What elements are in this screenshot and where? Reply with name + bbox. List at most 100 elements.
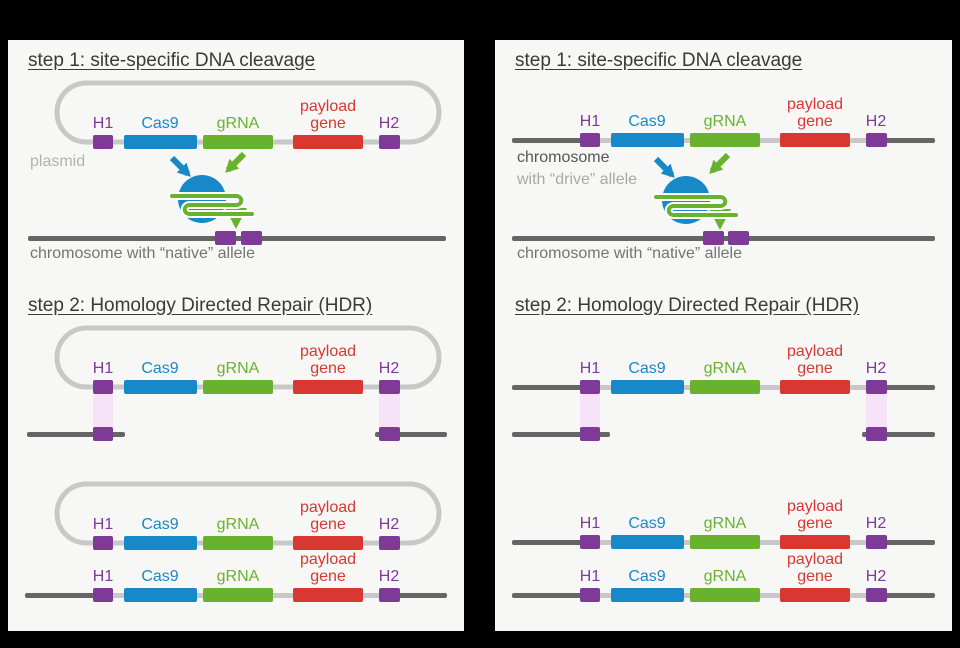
payload-block — [293, 588, 363, 602]
panel-plasmid-drive: step 1: site-specific DNA cleavage H1 Ca… — [8, 40, 464, 631]
native-chromosome-caption: chromosome with “native” allele — [30, 245, 255, 262]
grna-label: gRNA — [216, 568, 260, 585]
payload-label-line1: payload — [786, 343, 844, 360]
grna-strand — [654, 195, 738, 217]
h1-label: H1 — [92, 516, 114, 533]
grna-label: gRNA — [216, 115, 260, 132]
step1-title: step 1: site-specific DNA cleavage — [28, 50, 316, 71]
h2-block — [866, 133, 887, 147]
cut-chromosome-left-segment — [512, 431, 610, 437]
native-allele-block — [703, 231, 724, 245]
grna-block — [203, 588, 273, 602]
panel-chromosome-drive: step 1: site-specific DNA cleavage H1 Ca… — [495, 40, 952, 631]
cas9-block — [611, 535, 684, 549]
payload-label-line1: payload — [786, 96, 844, 113]
step1-title: step 1: site-specific DNA cleavage — [515, 50, 803, 71]
h1-label: H1 — [579, 360, 601, 377]
payload-label-line2: gene — [797, 515, 833, 532]
h2-homology-block — [866, 427, 887, 441]
drive-chromosome-caption-line2: with “drive” allele — [517, 171, 638, 188]
payload-label-line1: payload — [299, 343, 357, 360]
payload-block — [780, 535, 850, 549]
gene-cassette: H1 Cas9 gRNA payload gene H2 — [495, 343, 935, 394]
h2-block — [866, 588, 887, 602]
grna-label: gRNA — [703, 360, 747, 377]
cas9-block — [124, 536, 197, 550]
grna-block — [690, 133, 760, 147]
h2-label: H2 — [378, 516, 400, 533]
grna-block — [690, 588, 760, 602]
h2-block — [866, 380, 887, 394]
payload-label-line1: payload — [299, 499, 357, 516]
h2-label: H2 — [378, 568, 400, 585]
gene-cassette: H1 Cas9 gRNA payload gene H2 — [495, 498, 935, 549]
cut-chromosome-right-segment — [375, 431, 447, 437]
native-chromosome-caption: chromosome with “native” allele — [517, 245, 742, 262]
cas9-label: Cas9 — [628, 515, 666, 532]
h2-label: H2 — [865, 568, 887, 585]
gene-cassette: H1 Cas9 gRNA payload gene H2 — [8, 551, 448, 602]
gene-cassette: H1 Cas9 gRNA payload gene H2 — [8, 499, 448, 550]
h2-label: H2 — [865, 515, 887, 532]
cas9-block — [611, 588, 684, 602]
payload-label-line2: gene — [310, 516, 346, 533]
green-arrow-icon — [709, 153, 731, 174]
cas9-label: Cas9 — [628, 568, 666, 585]
payload-label-line1: payload — [299, 98, 357, 115]
cas9-label: Cas9 — [628, 360, 666, 377]
payload-label-line2: gene — [797, 568, 833, 585]
grna-label: gRNA — [703, 113, 747, 130]
h2-label: H2 — [378, 360, 400, 377]
blue-arrow-icon — [169, 155, 191, 177]
cas9-label: Cas9 — [141, 568, 179, 585]
cas9-label: Cas9 — [628, 113, 666, 130]
cut-chromosome-left-segment — [27, 431, 125, 437]
grna-label: gRNA — [703, 515, 747, 532]
h1-block — [580, 380, 600, 394]
plasmid-caption: plasmid — [30, 153, 86, 170]
h1-homology-block — [580, 427, 600, 441]
cas9-block — [611, 133, 684, 147]
drive-chromosome-caption-line1: chromosome — [517, 149, 610, 166]
h2-block — [379, 135, 400, 149]
grna-label: gRNA — [216, 516, 260, 533]
h2-block — [379, 588, 400, 602]
payload-block — [293, 135, 363, 149]
payload-label-line2: gene — [797, 360, 833, 377]
grna-block — [203, 135, 273, 149]
step2-title: step 2: Homology Directed Repair (HDR) — [515, 295, 860, 316]
native-chromosome-line — [28, 235, 446, 241]
h2-label: H2 — [378, 115, 400, 132]
payload-label-line1: payload — [786, 551, 844, 568]
homology-band-h2 — [866, 380, 887, 441]
h2-block — [866, 535, 887, 549]
h2-homology-block — [379, 427, 400, 441]
cut-chromosome-right-segment — [862, 431, 935, 437]
h1-label: H1 — [92, 360, 114, 377]
h2-block — [379, 536, 400, 550]
native-allele-block — [215, 231, 236, 245]
h1-block — [580, 535, 600, 549]
payload-block — [780, 133, 850, 147]
h1-label: H1 — [579, 568, 601, 585]
h1-block — [93, 588, 113, 602]
green-arrow-icon — [225, 152, 247, 173]
h1-block — [93, 135, 113, 149]
cas9-block — [611, 380, 684, 394]
h1-block — [580, 588, 600, 602]
grna-label: gRNA — [216, 360, 260, 377]
native-allele-block — [728, 231, 749, 245]
payload-label-line1: payload — [786, 498, 844, 515]
gene-cassette: H1 Cas9 gRNA payload gene H2 — [8, 343, 448, 394]
h1-block — [93, 380, 113, 394]
cas9-label: Cas9 — [141, 115, 179, 132]
grna-block — [203, 536, 273, 550]
payload-label-line2: gene — [797, 113, 833, 130]
cas9-block — [124, 135, 197, 149]
blue-arrow-icon — [653, 156, 675, 178]
h1-block — [580, 133, 600, 147]
payload-label-line1: payload — [299, 551, 357, 568]
h1-label: H1 — [92, 115, 114, 132]
homology-band-h2 — [379, 380, 400, 441]
h1-label: H1 — [579, 515, 601, 532]
